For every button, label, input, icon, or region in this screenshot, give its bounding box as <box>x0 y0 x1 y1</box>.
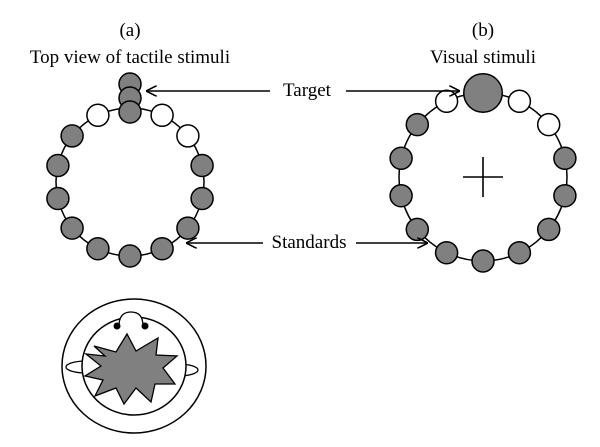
standard-stimulus <box>46 153 70 178</box>
visual-stimuli-ring <box>389 73 577 273</box>
standards-label: Standards <box>272 232 347 253</box>
target-stimulus <box>463 73 503 113</box>
fixation-cross <box>463 157 503 197</box>
panel-a-letter: (a) <box>119 20 140 41</box>
standard-stimulus <box>553 146 577 171</box>
left-eye <box>113 322 121 330</box>
standard-stimulus <box>471 249 495 273</box>
standard-stimulus <box>389 183 413 208</box>
panel-a-title: Top view of tactile stimuli <box>30 47 230 68</box>
standard-stimulus <box>86 236 110 261</box>
standard-stimulus <box>434 240 459 265</box>
panel-b-letter: (b) <box>472 20 494 41</box>
empty-stimulus <box>86 103 110 128</box>
head-top-view-illustration <box>61 298 207 434</box>
nose <box>118 311 144 327</box>
standard-stimulus <box>405 217 430 242</box>
empty-stimulus <box>507 89 532 114</box>
standard-stimulus <box>389 146 413 171</box>
standard-stimulus <box>536 217 561 242</box>
panel-b-title: Visual stimuli <box>430 47 536 68</box>
tactile-stimuli-nodes <box>46 72 214 268</box>
empty-stimulus <box>434 89 459 114</box>
standard-stimulus <box>150 236 174 261</box>
standard-stimulus <box>60 124 84 148</box>
target-stimulus-layer <box>118 100 142 124</box>
target-label: Target <box>283 80 332 101</box>
empty-stimulus <box>536 112 561 137</box>
standard-stimulus <box>60 216 84 240</box>
standard-stimulus <box>176 216 200 240</box>
standard-stimulus <box>405 112 430 137</box>
standard-stimulus <box>190 186 214 211</box>
standard-stimulus <box>46 186 70 211</box>
standard-stimulus <box>553 183 577 208</box>
standard-stimulus <box>507 240 532 265</box>
empty-stimulus <box>176 124 200 148</box>
tactile-stimuli-ring <box>46 72 214 268</box>
right-eye <box>141 322 149 330</box>
empty-stimulus <box>150 103 174 128</box>
visual-stimuli-nodes <box>389 73 577 273</box>
standard-stimulus <box>118 244 142 268</box>
standard-stimulus <box>190 153 214 178</box>
stimulus-burst <box>83 332 179 406</box>
